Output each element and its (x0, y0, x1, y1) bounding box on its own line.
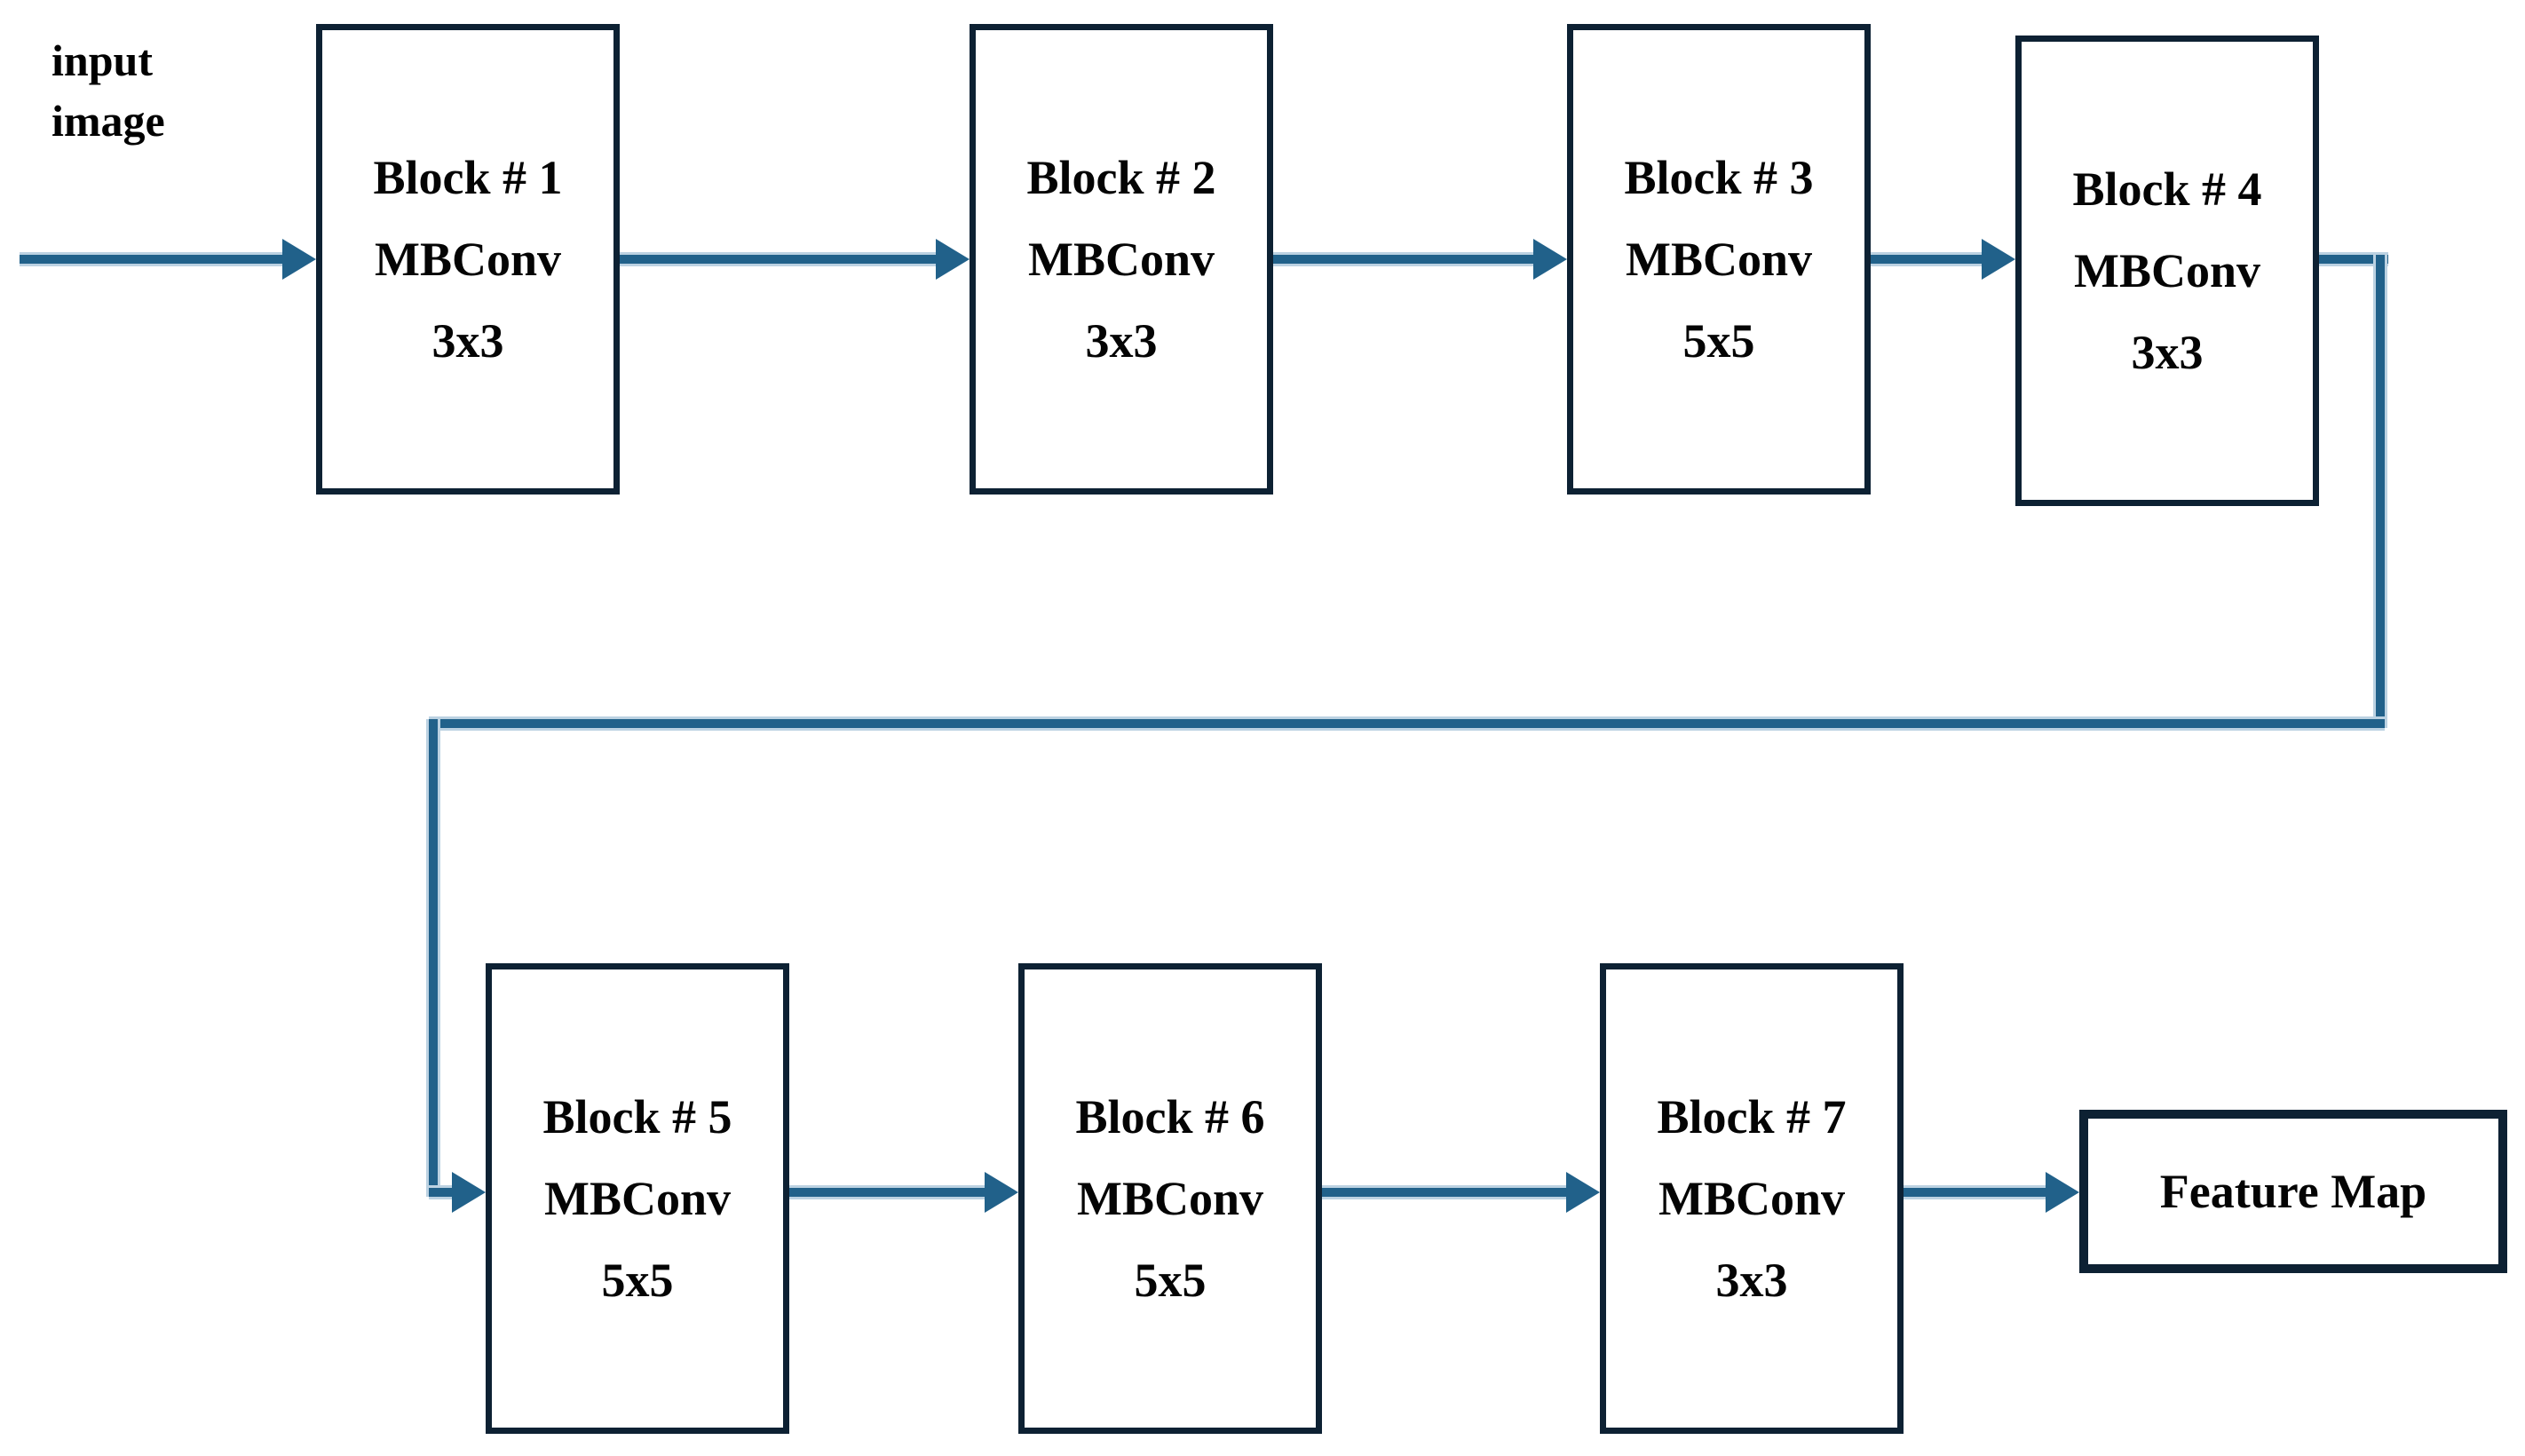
arrow-block-6-to-block-7 (1320, 1172, 1600, 1213)
block-1-title: Block # 1 (373, 151, 563, 204)
connector-segment-block4-exit (2319, 255, 2388, 264)
arrow-block-2-to-block-3 (1273, 239, 1567, 280)
block-5: Block # 5 MBConv 5x5 (486, 963, 789, 1434)
block-5-kernel: 5x5 (601, 1254, 674, 1307)
arrowhead-icon (985, 1172, 1018, 1213)
input-image-label: input image (51, 36, 165, 146)
block-1: Block # 1 MBConv 3x3 (316, 24, 620, 495)
arrow-block-7-to-feature-map (1902, 1172, 2079, 1213)
connector-segment-right-vertical (2376, 255, 2385, 728)
feature-map-label: Feature Map (2159, 1165, 2427, 1218)
block-7-type: MBConv (1658, 1172, 1845, 1225)
arrow-block-1-to-block-2 (620, 239, 970, 280)
block-1-type: MBConv (374, 233, 561, 286)
block-6-kernel: 5x5 (1134, 1254, 1207, 1307)
block-7: Block # 7 MBConv 3x3 (1600, 963, 1904, 1434)
arrow-shaft (1871, 255, 1982, 264)
block-7-title: Block # 7 (1657, 1090, 1847, 1143)
block-2-kernel: 3x3 (1085, 314, 1158, 368)
arrow-shaft (429, 1188, 452, 1197)
connector-segment-middle-horizontal (429, 719, 2385, 728)
arrow-connector-to-block-5 (429, 1172, 486, 1213)
arrowhead-icon (452, 1172, 486, 1213)
block-5-type: MBConv (543, 1172, 731, 1225)
arrow-shaft (1320, 1188, 1566, 1197)
block-1-kernel: 3x3 (431, 314, 504, 368)
block-6-title: Block # 6 (1075, 1090, 1265, 1143)
block-3: Block # 3 MBConv 5x5 (1567, 24, 1871, 495)
arrowhead-icon (936, 239, 970, 280)
block-6: Block # 6 MBConv 5x5 (1018, 963, 1322, 1434)
arrowhead-icon (1566, 1172, 1600, 1213)
arrowhead-icon (1982, 239, 2015, 280)
arrow-block-5-to-block-6 (788, 1172, 1018, 1213)
feature-map-box: Feature Map (2079, 1110, 2507, 1273)
arrow-input-to-block-1 (20, 239, 316, 280)
block-4: Block # 4 MBConv 3x3 (2015, 36, 2319, 506)
block-2: Block # 2 MBConv 3x3 (970, 24, 1273, 495)
arrow-shaft (620, 255, 936, 264)
block-5-title: Block # 5 (542, 1090, 732, 1143)
block-6-type: MBConv (1076, 1172, 1263, 1225)
block-4-title: Block # 4 (2072, 162, 2262, 216)
block-2-type: MBConv (1027, 233, 1215, 286)
connector-segment-left-vertical (429, 719, 438, 1197)
block-3-kernel: 5x5 (1682, 314, 1755, 368)
arrow-shaft (1902, 1188, 2046, 1197)
arrow-shaft (20, 255, 282, 264)
block-3-type: MBConv (1625, 233, 1812, 286)
block-4-kernel: 3x3 (2131, 326, 2204, 379)
block-3-title: Block # 3 (1624, 151, 1814, 204)
arrow-shaft (788, 1188, 985, 1197)
arrowhead-icon (2046, 1172, 2079, 1213)
arrowhead-icon (1533, 239, 1567, 280)
arrow-block-3-to-block-4 (1871, 239, 2015, 280)
arrowhead-icon (282, 239, 316, 280)
block-4-type: MBConv (2073, 244, 2260, 297)
block-2-title: Block # 2 (1026, 151, 1216, 204)
arrow-shaft (1273, 255, 1533, 264)
block-7-kernel: 3x3 (1715, 1254, 1788, 1307)
